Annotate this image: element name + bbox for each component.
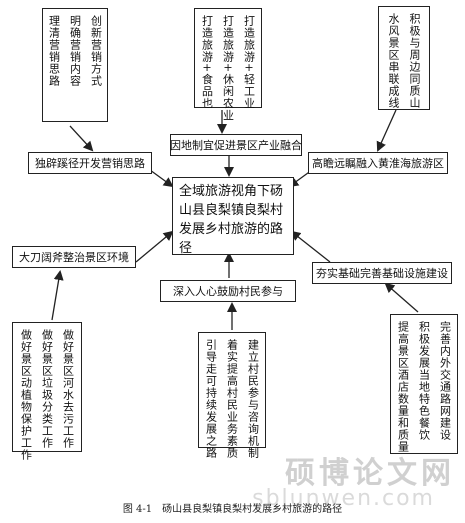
industry-detail-line-2: 打造旅游+休闲农业: [221, 15, 235, 122]
environment-detail-line-1: 做好景区河水去污工作: [61, 329, 75, 449]
arrow-bottomright-to-infrastructure: [384, 282, 419, 313]
central-theme-box: 全域旅游视角下砀山县良梨镇良梨村发展乡村旅游的路径: [172, 177, 294, 256]
marketing-approach-box: 独辟蹊径开发营销思路: [28, 152, 152, 174]
infrastructure-box: 夯实基础完善基础设施建设: [312, 262, 452, 284]
villager-participation-label: 深入人心鼓励村民参与: [173, 285, 283, 298]
huanghuaihai-label: 高瞻远瞩融入黄淮海旅游区: [312, 157, 444, 170]
participation-detail-line-2: 着实提高村民业务素质: [225, 339, 239, 459]
scenic-link-detail-box: 积极与周边同质山 水风景区串联成线: [378, 6, 430, 110]
infrastructure-detail-line-1: 完善内外交通路网建设: [438, 321, 452, 441]
scenic-link-detail-line-2: 水风景区串联成线: [387, 13, 400, 109]
industry-integration-label: 因地制宜促进景区产业融合: [170, 139, 302, 152]
environment-box: 大刀阔斧整治景区环境: [12, 246, 136, 268]
infrastructure-detail-line-2: 积极发展当地特色餐饮: [417, 321, 431, 441]
arrow-marketing-to-center: [149, 169, 174, 188]
marketing-detail-box: 创新营销方式 明确营销内容 理清营销思路: [42, 8, 108, 122]
watermark-logo: 硕博论文网: [285, 456, 455, 491]
infrastructure-label: 夯实基础完善基础设施建设: [316, 267, 448, 280]
arrow-topright-to-huanghuaihai: [376, 109, 397, 152]
figure-caption: 图 4-1 砀山县良梨镇良梨村发展乡村旅游的路径: [122, 504, 343, 515]
participation-detail-box: 建立村民参与咨询机制 着实提高村民业务素质 引导走可持续发展之路: [198, 332, 266, 459]
participation-detail-line-3: 引导走可持续发展之路: [204, 339, 218, 459]
arrow-environment-to-center: [135, 230, 174, 263]
infrastructure-detail-line-3: 提高景区酒店数量和质量: [396, 321, 410, 453]
arrow-bottomleft-to-environment: [51, 270, 64, 321]
marketing-approach-label: 独辟蹊径开发营销思路: [35, 157, 145, 170]
huanghuaihai-box: 高瞻远瞩融入黄淮海旅游区: [308, 152, 448, 174]
industry-detail-line-3: 打造旅游+食品也: [200, 15, 214, 110]
marketing-detail-line-3: 理清营销思路: [47, 15, 61, 87]
infrastructure-detail-box: 完善内外交通路网建设 积极发展当地特色餐饮 提高景区酒店数量和质量: [390, 314, 458, 454]
villager-participation-box: 深入人心鼓励村民参与: [160, 280, 296, 302]
marketing-detail-line-1: 创新营销方式: [89, 15, 103, 87]
marketing-detail-line-2: 明确营销内容: [68, 15, 82, 87]
environment-detail-line-3: 做好景区动植物保护工作: [19, 329, 33, 461]
scenic-link-detail-line-1: 积极与周边同质山: [408, 13, 421, 109]
environment-detail-line-2: 做好景区垃圾分类工作: [40, 329, 54, 449]
environment-label: 大刀阔斧整治景区环境: [19, 251, 129, 264]
environment-detail-box: 做好景区河水去污工作 做好景区垃圾分类工作 做好景区动植物保护工作: [12, 322, 82, 461]
arrow-infrastructure-to-center: [290, 230, 331, 263]
central-theme-text: 全域旅游视角下砀山县良梨镇良梨村发展乡村旅游的路径: [179, 184, 284, 256]
participation-detail-line-1: 建立村民参与咨询机制: [246, 339, 260, 459]
industry-detail-line-1: 打造旅游+轻工业: [242, 15, 256, 110]
watermark-url: sblunwen.com: [252, 486, 435, 511]
industry-detail-box: 打造旅游+轻工业 打造旅游+休闲农业 打造旅游+食品也: [194, 8, 262, 122]
industry-integration-box: 因地制宜促进景区产业融合: [170, 134, 302, 156]
arrow-topleft-to-marketing: [69, 125, 94, 152]
